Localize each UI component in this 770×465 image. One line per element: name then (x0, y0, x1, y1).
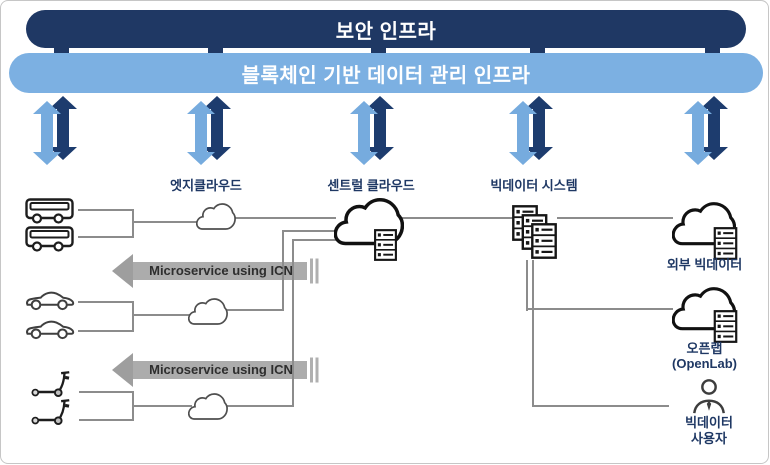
double-vertical-arrow-icon (350, 96, 394, 165)
connector-line (228, 217, 336, 219)
scooter-icon (31, 399, 70, 426)
openlab-label-line1: 오픈랩 (686, 341, 723, 356)
connector-line (532, 405, 669, 407)
connector-line (526, 260, 528, 311)
connector-line (132, 301, 134, 332)
bigdata-user-label-line1: 빅데이터 (685, 415, 733, 430)
server-stack-icon (373, 229, 398, 261)
security-infra-banner: 보안 인프라 (26, 10, 746, 48)
connector-line (293, 239, 341, 241)
double-vertical-arrow-icon (187, 96, 231, 165)
connector-line (132, 221, 198, 223)
connector-line (225, 309, 284, 311)
connector-line (225, 405, 294, 407)
connector-line (132, 314, 192, 316)
openlab-label: 오픈랩 (OpenLab) (644, 341, 765, 371)
connector-line (79, 419, 133, 421)
scooter-icon (31, 371, 70, 398)
edge-cloud-icon (188, 298, 228, 325)
connector-line (79, 391, 133, 393)
bigdata-user-label-line2: 사용자 (691, 431, 727, 446)
connector-line (78, 301, 133, 303)
connector-line (78, 330, 133, 332)
microservice-icn-label: Microservice using ICN (149, 362, 293, 377)
connector-line (292, 239, 294, 407)
user-icon (693, 379, 725, 414)
bigdata-server-stack-icon (512, 205, 557, 259)
bigdata-system-label: 빅데이터 시스템 (490, 178, 578, 193)
connector-line (526, 308, 673, 310)
connector-line (132, 405, 192, 407)
microservice-arrow-icon (112, 254, 319, 288)
edge-cloud-label: 엣지클라우드 (170, 178, 242, 193)
blockchain-infra-label: 블록체인 기반 데이터 관리 인프라 (241, 64, 531, 87)
bus-icon (25, 226, 74, 252)
microservice-icn-label: Microservice using ICN (149, 263, 293, 278)
connector-line (532, 260, 534, 407)
double-vertical-arrow-icon (509, 96, 553, 165)
car-icon (26, 291, 75, 311)
connector-line (557, 217, 673, 219)
bus-icon (25, 198, 74, 224)
external-bigdata-label: 외부 빅데이터 (666, 257, 743, 272)
edge-cloud-icon (196, 203, 236, 230)
connector-line (401, 217, 513, 219)
central-cloud-label: 센트럴 클라우드 (327, 178, 415, 193)
double-vertical-arrow-icon (33, 96, 77, 165)
server-stack-icon (713, 227, 738, 260)
double-vertical-arrow-icon (684, 96, 728, 165)
microservice-arrow-icon (112, 353, 319, 387)
server-stack-icon (713, 310, 738, 343)
connector-line (132, 209, 134, 238)
bigdata-user-label: 빅데이터 사용자 (656, 415, 762, 447)
car-icon (26, 320, 75, 340)
security-infra-label: 보안 인프라 (335, 20, 437, 43)
openlab-label-line2: (OpenLab) (672, 356, 737, 371)
connector-line (78, 209, 133, 211)
connector-line (282, 230, 284, 311)
edge-cloud-icon (188, 393, 228, 420)
connector-line (78, 236, 133, 238)
blockchain-infra-banner: 블록체인 기반 데이터 관리 인프라 (9, 53, 763, 93)
connector-line (283, 230, 341, 232)
